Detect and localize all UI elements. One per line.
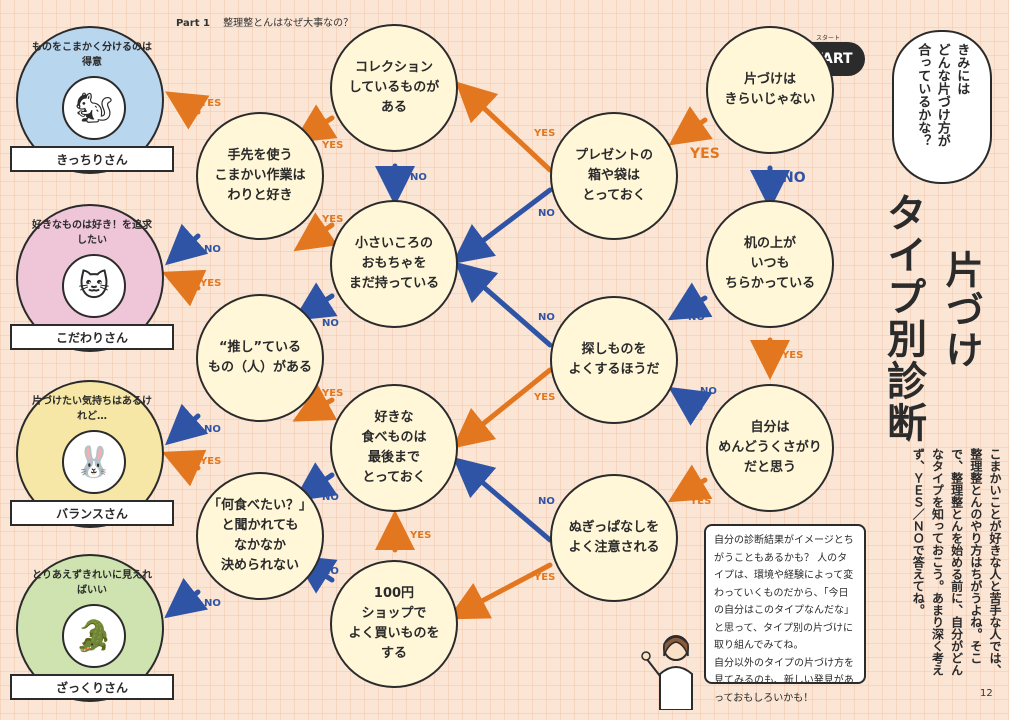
question-node: ぬぎっぱなしをよく注意される (550, 474, 678, 602)
arrow-yes (165, 91, 210, 130)
no-label: NO (204, 598, 221, 609)
start-ruby: スタート (816, 35, 841, 42)
title-line-2: タイプ別診断 (880, 192, 926, 444)
person-illustration (641, 635, 693, 710)
bubble-text: きみにはどんな片づけ方が合っているかな？ (915, 43, 970, 147)
arrow-no (165, 223, 209, 266)
arrow-yes (668, 106, 713, 146)
arrow-no (452, 457, 553, 543)
arrow-yes (161, 449, 207, 487)
type-caption: ものをこまかく分けるのは得意 (32, 42, 152, 68)
yes-label: YES (690, 146, 720, 162)
arrow-no (165, 403, 209, 446)
chapter-title: 整理整とんはなぜ大事なの？ (223, 18, 354, 29)
arrow-no (293, 462, 338, 502)
rabbit-icon: 🐰 (62, 430, 126, 494)
no-label: NO (700, 386, 717, 397)
arrow-no (454, 261, 553, 348)
question-node: コレクションしているものがある (330, 24, 458, 152)
no-label: NO (782, 170, 806, 186)
arrow-yes (452, 367, 553, 449)
yes-label: YES (322, 214, 344, 225)
yes-label: YES (200, 98, 222, 109)
question-node: 好きな食べものは最後までとっておく (330, 384, 458, 512)
type-result-kodawari: 好きなものは好き！を追求したい 🐱 こだわりさん (10, 204, 174, 352)
squirrel-icon: 🐿 (62, 76, 126, 140)
part-label: Part 1 (176, 18, 210, 29)
question-node: 「何食べたい？」と聞かれてもなかなか決められない (196, 472, 324, 600)
arrow-yes (667, 464, 713, 503)
question-node: 手先を使うこまかい作業はわりと好き (196, 112, 324, 240)
no-label: NO (322, 566, 339, 577)
no-label: NO (410, 172, 427, 183)
yes-label: YES (200, 278, 222, 289)
cat-icon: 🐱 (62, 254, 126, 318)
crocodile-icon: 🐊 (62, 604, 126, 668)
arrow-yes (455, 81, 553, 173)
type-result-balance: 片づけたい気持ちはあるけれど… 🐰 バランスさん (10, 380, 174, 528)
question-node: プレゼントの箱や袋はとっておく (550, 112, 678, 240)
arrow-no (668, 386, 713, 426)
type-result-kicchiri: ものをこまかく分けるのは得意 🐿 きっちりさん (10, 26, 174, 174)
arrow-yes (447, 562, 553, 620)
question-node: 探しものをよくするほうだ (550, 296, 678, 424)
no-label: NO (204, 244, 221, 255)
type-caption: とりあえずきれいに見えればいい (32, 570, 152, 596)
type-caption: 片づけたい気持ちはあるけれど… (32, 396, 152, 422)
type-name-ribbon: きっちりさん (10, 146, 174, 172)
arrow-no (667, 282, 713, 321)
question-node: 机の上がいつもちらかっている (706, 200, 834, 328)
question-node: 片づけはきらいじゃない (706, 26, 834, 154)
type-result-zakkuri: とりあえずきれいに見えればいい 🐊 ざっくりさん (10, 554, 174, 702)
yes-label: YES (322, 140, 344, 151)
yes-label: YES (534, 392, 556, 403)
no-label: NO (538, 208, 555, 219)
title-line-1: 片づけ (939, 250, 983, 370)
no-label: NO (538, 312, 555, 323)
arrow-no (452, 187, 553, 265)
no-label: NO (204, 424, 221, 435)
no-label: NO (322, 492, 339, 503)
type-caption: 好きなものは好き！を追求したい (32, 220, 152, 246)
arrow-no (164, 577, 209, 619)
yes-label: YES (322, 388, 344, 399)
type-name-ribbon: ざっくりさん (10, 674, 174, 700)
arrow-yes (292, 384, 338, 422)
question-node: 小さいころのおもちゃをまだ持っている (330, 200, 458, 328)
intro-text: こまかいことが好きな人と苦手な人では、整理整とんのやり方はちがうよね。そこで、整… (911, 448, 1002, 676)
yes-label: YES (782, 350, 804, 361)
note-paragraph-1: 自分の診断結果がイメージとちがうこともあるかも？ 人のタイプは、環境や経験によっ… (714, 535, 854, 651)
question-node: 100円ショップでよく買いものをする (330, 560, 458, 688)
type-name-ribbon: こだわりさん (10, 324, 174, 350)
type-name-ribbon: バランスさん (10, 500, 174, 526)
question-node: 自分はめんどうくさがりだと思う (706, 384, 834, 512)
arrow-no (293, 282, 338, 321)
yes-label: YES (534, 128, 556, 139)
yes-label: YES (200, 456, 222, 467)
page-number-right: 12 (980, 688, 993, 699)
yes-label: YES (534, 572, 556, 583)
no-label: NO (538, 496, 555, 507)
speech-bubble: きみにはどんな片づけ方が合っているかな？ (892, 30, 992, 184)
no-label: NO (322, 318, 339, 329)
arrow-yes (293, 212, 338, 252)
arrow-yes (293, 104, 338, 143)
yes-label: YES (690, 496, 712, 507)
yes-label: YES (410, 530, 432, 541)
arrow-yes (161, 269, 207, 307)
note-paragraph-2: 自分以外のタイプの片づけ方を見てみるのも、新しい発見があっておもしろいかも！ (714, 657, 854, 704)
question-node: “推し”ているもの（人）がある (196, 294, 324, 422)
no-label: NO (688, 312, 705, 323)
note-box: 自分の診断結果がイメージとちがうこともあるかも？ 人のタイプは、環境や経験によっ… (704, 524, 866, 704)
page-header: Part 1 整理整とんはなぜ大事なの？ (176, 14, 353, 29)
